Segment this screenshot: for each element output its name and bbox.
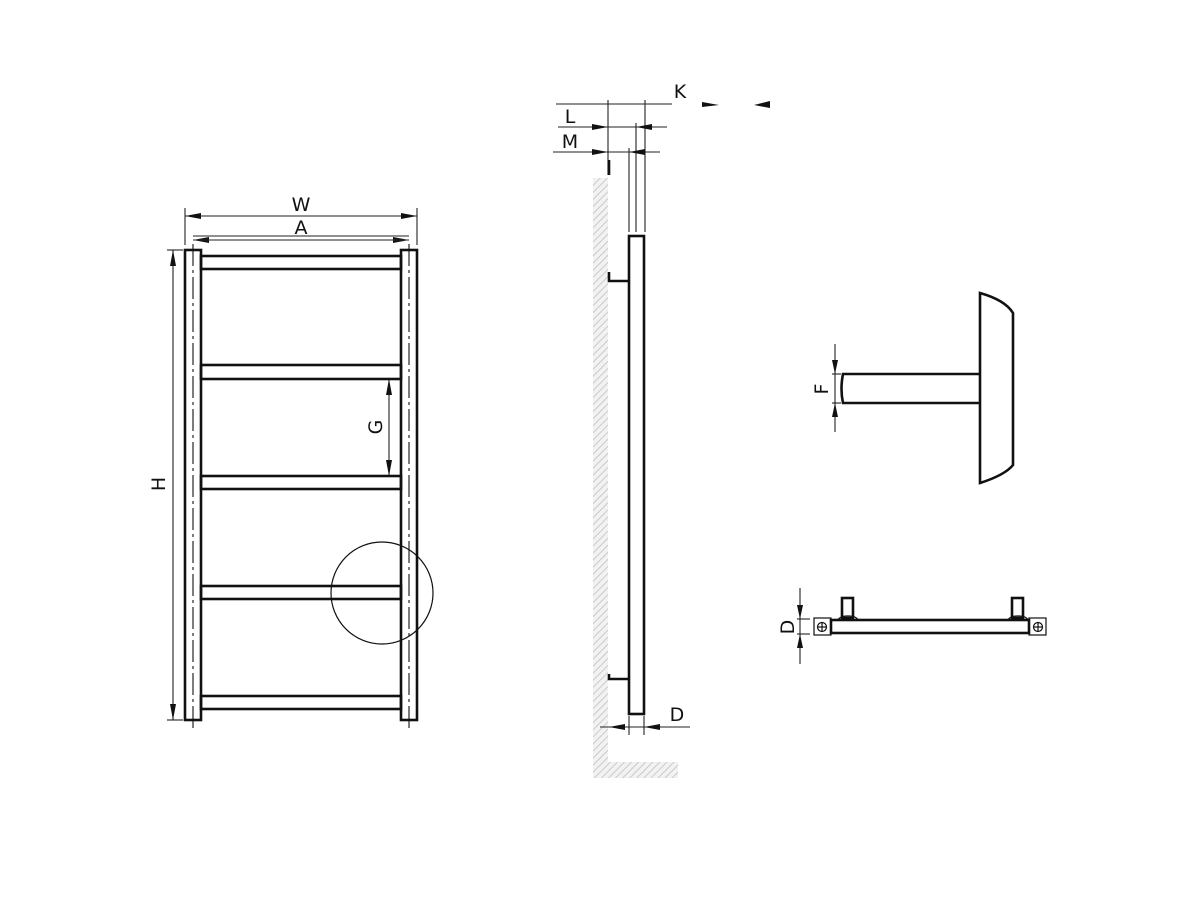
label-m: M — [562, 131, 578, 153]
label-k: K — [674, 81, 687, 103]
label-h: H — [148, 477, 170, 491]
label-f: F — [811, 384, 833, 395]
dimension-h: H — [148, 249, 183, 721]
rail — [199, 584, 403, 601]
floor-hatch — [593, 762, 678, 778]
radiator-profile — [627, 234, 646, 716]
end-cap-left — [813, 617, 832, 636]
rail — [199, 363, 403, 381]
k-arrow-left — [702, 102, 719, 107]
bracket-detail: F — [811, 291, 1015, 485]
valve-right — [1010, 596, 1025, 620]
rail — [199, 254, 403, 271]
dimension-g: G — [365, 379, 392, 476]
wall-hatch — [593, 178, 608, 778]
label-d-bottom: D — [777, 620, 799, 635]
dimension-w: W — [184, 194, 418, 245]
label-a: A — [295, 217, 308, 239]
k-arrow-right — [754, 101, 770, 108]
detail-circle — [330, 541, 434, 645]
label-l: L — [565, 106, 576, 128]
dimension-d-side: D — [600, 704, 690, 735]
valve-left — [840, 596, 855, 620]
rail — [199, 474, 403, 491]
end-cap-right — [1028, 617, 1047, 636]
bottom-bar — [829, 618, 1031, 635]
pipe-stub — [840, 372, 980, 405]
side-view: K L M D — [553, 81, 770, 778]
label-w: W — [292, 194, 311, 216]
label-g: G — [365, 420, 387, 435]
bottom-view: D — [777, 588, 1047, 664]
wall-plate — [978, 291, 1015, 485]
dimension-a: A — [193, 217, 409, 243]
label-d-side: D — [670, 704, 685, 726]
rail — [199, 694, 403, 711]
front-view: W A H — [148, 194, 434, 730]
